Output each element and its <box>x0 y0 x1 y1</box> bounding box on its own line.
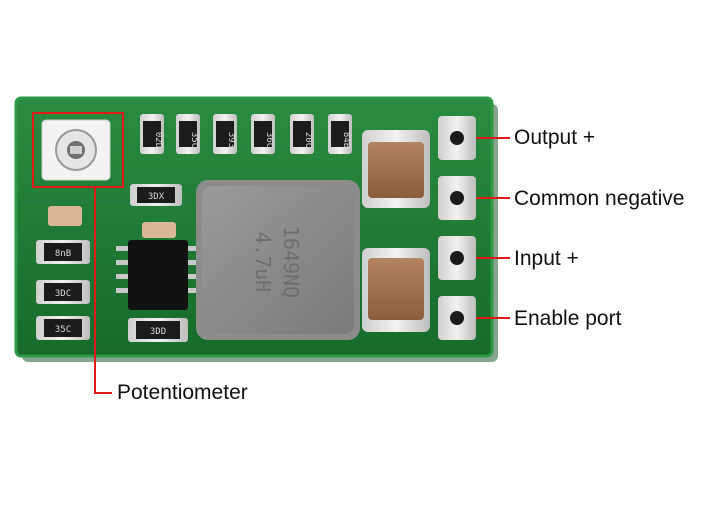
inductor <box>196 180 360 340</box>
callout-lines <box>94 137 510 394</box>
label-potentiometer: Potentiometer <box>117 381 248 404</box>
capacitor-bottom <box>362 248 430 332</box>
label-output-plus: Output + <box>514 126 596 149</box>
resistor-code-4: 36C <box>264 132 274 148</box>
resistor-code-5: 20C <box>303 132 313 148</box>
small-part-code-2: 3DD <box>150 327 166 337</box>
connection-pads <box>438 116 476 340</box>
resistor-code-1: 02D <box>153 132 163 148</box>
potentiometer-highlight-box <box>32 112 124 188</box>
left-resistor-code-2: 3DC <box>55 289 71 299</box>
resistor-code-3: 393 <box>226 132 236 148</box>
inductor-marking-2: 1649NQ <box>279 226 303 298</box>
capacitor-top <box>362 130 430 208</box>
ic-chip <box>116 240 200 310</box>
resistor-code-6: 84B <box>341 132 351 148</box>
left-resistor-code-3: 35C <box>55 325 71 335</box>
left-resistor-code-1: 8nB <box>55 249 71 259</box>
label-input-plus: Input + <box>514 247 579 270</box>
top-resistor-row <box>140 114 352 154</box>
small-part-code-1: 3DX <box>148 192 165 202</box>
inductor-marking-1: 4.7uH <box>251 232 275 292</box>
label-enable-port: Enable port <box>514 307 622 330</box>
resistor-code-2: 35C <box>189 132 199 148</box>
label-common-negative: Common negative <box>514 187 685 210</box>
potentiometer-component <box>41 119 111 181</box>
